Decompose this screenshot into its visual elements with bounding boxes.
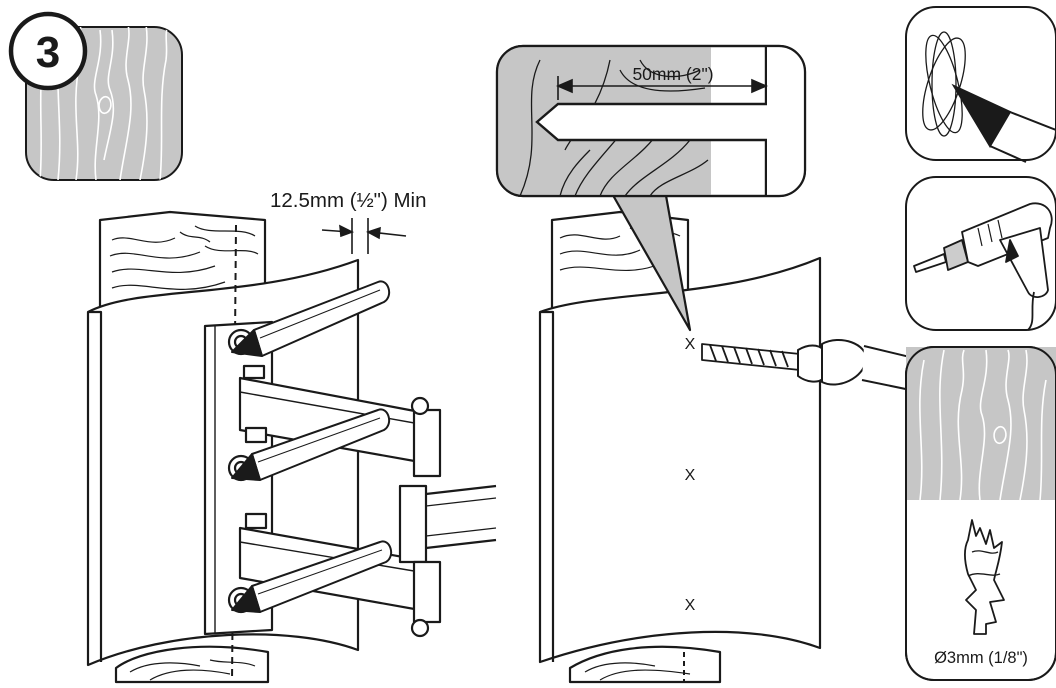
hinge-lower: [412, 560, 442, 624]
drill-depth-label: 50mm (2"): [632, 64, 713, 84]
wood-drill-bit-icon: [964, 519, 1005, 635]
pencil-marking-icon: [922, 31, 1056, 163]
hinge-center: [398, 484, 428, 564]
hinge-upper: [412, 408, 442, 478]
tool-panel-drill-bit: Ø3mm (1/8"): [905, 346, 1056, 681]
tool-panel-pencil: [905, 6, 1056, 163]
tool-panel-drill: [905, 176, 1056, 331]
pencil-bottom: [231, 540, 393, 613]
drill-depth-callout: 50mm (2"): [495, 44, 807, 332]
step-number: 3: [36, 28, 60, 77]
drill-mark-middle: X: [685, 467, 696, 484]
min-clearance-label: 12.5mm (½") Min: [270, 189, 427, 212]
pencil-middle: [231, 408, 391, 481]
curved-beam-front-right: [538, 256, 822, 664]
drill-bit-size-label: Ø3mm (1/8"): [934, 649, 1028, 667]
step-badge: 3: [8, 11, 88, 91]
clearance-dimension: [321, 218, 407, 254]
plate-bolts: [242, 364, 268, 530]
pencil-top: [231, 280, 391, 357]
drill-mark-bottom: X: [685, 597, 696, 614]
drill-mark-top: X: [685, 336, 696, 353]
power-drill-icon: [913, 202, 1053, 331]
left-post-illustration: [86, 210, 497, 684]
